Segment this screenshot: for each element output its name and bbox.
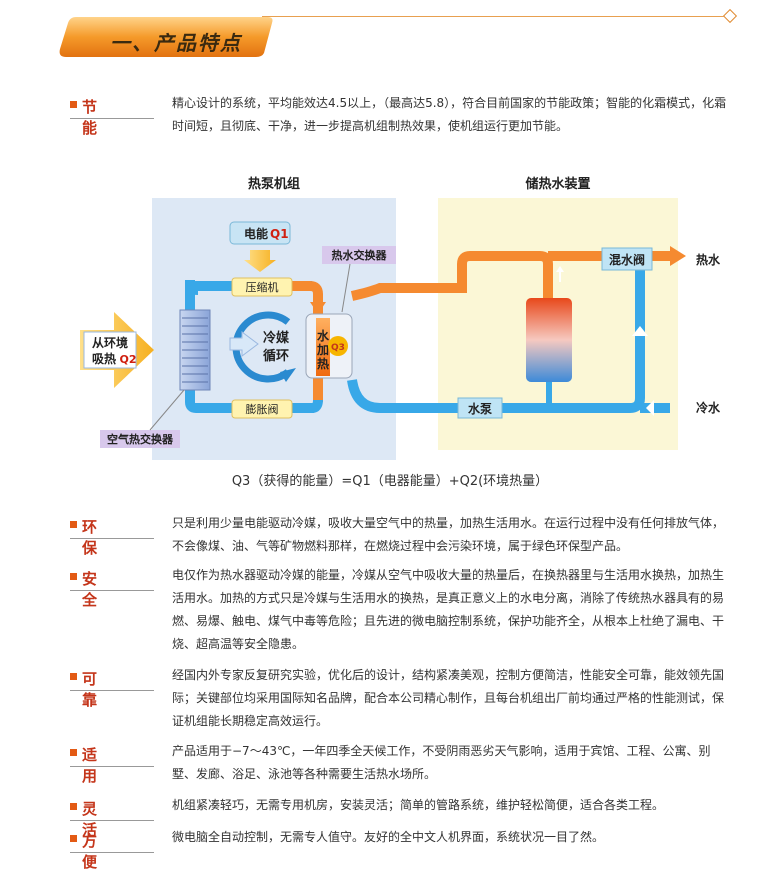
header-diamond-ornament [722, 8, 738, 24]
heat-pump-diagram: 水 加 热 Q3 混水阀 热水 冷水 水泵 电能 Q1 压缩 [80, 172, 721, 472]
feature-label-text: 灵活 [82, 798, 154, 840]
water-tank [526, 298, 572, 382]
feature-description: 产品适用于−7～43℃，一年四季全天候工作，不受阴雨恶劣天气影响，适用于宾馆、工… [172, 744, 711, 781]
bullet-square [70, 835, 77, 842]
compressor-label: 压缩机 [246, 280, 279, 294]
cycle-label-2: 循环 [263, 348, 289, 364]
label-underline [70, 766, 154, 767]
mix-valve-label: 混水阀 [609, 252, 645, 267]
feature-label-text: 方便 [82, 830, 154, 872]
feature-label: 适用 [70, 744, 154, 785]
feature-label: 节能 [70, 96, 154, 137]
feature-label: 方便 [70, 830, 154, 871]
env-label-box [83, 331, 137, 369]
feature-label-chars: 环保 [82, 518, 126, 557]
feature-label-chars: 适用 [82, 746, 126, 785]
feature-label: 灵活 [70, 798, 154, 839]
q3-label: Q3 [331, 343, 345, 353]
bullet-square [70, 673, 77, 680]
label-underline [70, 852, 154, 853]
bullet-square [70, 521, 77, 528]
mix-valve-box [601, 247, 653, 271]
title-tab-shape [59, 17, 273, 57]
feature-description: 精心设计的系统，平均能效达4.5以上，（最高达5.8），符合目前国家的节能政策；… [172, 96, 727, 133]
bullet-square [70, 573, 77, 580]
q3-badge [328, 336, 348, 356]
feature-label-text: 可靠 [82, 668, 154, 710]
feature-label-chars: 可靠 [82, 670, 126, 709]
bullet-square [70, 803, 77, 810]
feature-description: 电仅作为热水器驱动冷媒的能量，冷媒从空气中吸收大量的热量后，在换热器里与生活用水… [172, 568, 725, 651]
feature-description: 经国内外专家反复研究实验，优化后的设计，结构紧凑美观，控制方便简洁，性能安全可靠… [172, 668, 725, 728]
storage-title: 储热水装置 [524, 176, 590, 192]
expansion-valve-label: 膨胀阀 [246, 402, 279, 416]
cold-water-label: 冷水 [696, 400, 720, 415]
section-title-tab [58, 15, 278, 59]
feature-description: 微电脑全自动控制，无需专人值守。友好的全中文人机界面，系统状况一目了然。 [172, 830, 605, 844]
energy-formula-caption: Q3（获得的能量）=Q1（电器能量）+Q2(环境热量） [231, 474, 549, 489]
water-heating-bar [316, 318, 330, 376]
label-underline [70, 538, 154, 539]
feature-label-text: 安全 [82, 568, 154, 610]
cycle-label-1: 冷媒 [263, 330, 290, 346]
water-heat-char-3: 热 [317, 356, 329, 371]
feature-description: 机组紧凑轻巧，无需专用机房，安装灵活；简单的管路系统，维护轻松简便，适合各类工程… [172, 798, 665, 812]
compressor-box [231, 277, 293, 297]
air-hex-label-box [100, 430, 180, 448]
feature-label: 环保 [70, 516, 154, 557]
hot-water-label: 热水 [696, 252, 720, 267]
label-underline [70, 690, 154, 691]
bullet-square [70, 101, 77, 108]
feature-label-chars: 灵活 [82, 800, 126, 839]
pump-label: 水泵 [468, 401, 492, 416]
q1-label: Q1 [270, 227, 289, 241]
feature-label-chars: 方便 [82, 832, 126, 871]
water-heat-char-2: 加 [316, 342, 329, 357]
header-rule [262, 16, 724, 17]
feature-label: 安全 [70, 568, 154, 609]
bullet-square [70, 749, 77, 756]
env-label-1: 从环境 [92, 335, 128, 350]
water-heat-char-1: 水 [317, 328, 330, 343]
q2-label: Q2 [119, 353, 136, 366]
water-hex-label-box [322, 246, 396, 264]
label-underline [70, 820, 154, 821]
label-underline [70, 118, 154, 119]
diagram-svg: 水 加 热 Q3 混水阀 热水 冷水 水泵 电能 Q1 压缩 [80, 176, 721, 460]
env-label-2: 吸热 [92, 351, 116, 366]
label-underline [70, 590, 154, 591]
section-title: 一、产品特点 [110, 31, 242, 55]
heat-pump-title: 热泵机组 [248, 176, 300, 192]
feature-description: 只是利用少量电能驱动冷媒，吸收大量空气中的热量，加热生活用水。在运行过程中没有任… [172, 516, 725, 553]
feature-label-chars: 安全 [82, 570, 126, 609]
feature-label-text: 环保 [82, 516, 154, 558]
expansion-valve-box [231, 399, 293, 419]
feature-label-chars: 节能 [82, 98, 126, 137]
air-hex-label: 空气热交换器 [107, 432, 174, 446]
hot-water-arrow [670, 246, 686, 266]
power-label: 电能 [244, 226, 268, 241]
feature-label-text: 节能 [82, 96, 154, 138]
water-hex-label: 热水交换器 [332, 248, 388, 262]
pump-box [457, 397, 503, 419]
power-box [229, 221, 291, 245]
feature-label-text: 适用 [82, 744, 154, 786]
power-down-arrow [244, 250, 276, 272]
feature-label: 可靠 [70, 668, 154, 709]
